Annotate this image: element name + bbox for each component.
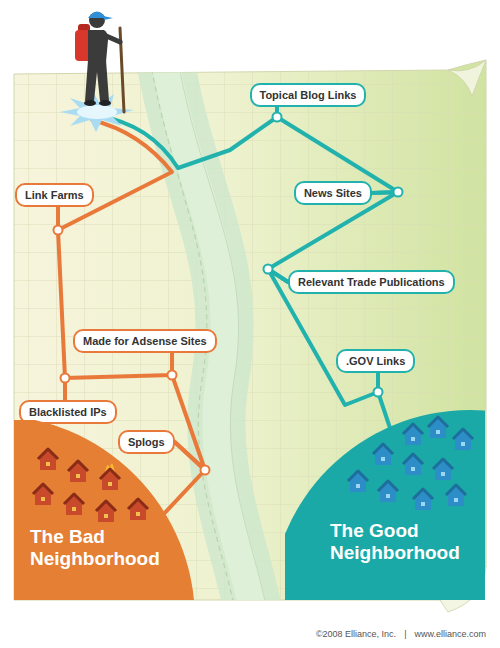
- route-stop: [264, 265, 273, 274]
- callout-bubble: News Sites: [294, 181, 372, 205]
- route-connector: [65, 353, 172, 400]
- callout-label: Relevant Trade Publications: [298, 275, 445, 289]
- neighborhood-region: The Bad Neighborhood: [14, 420, 206, 600]
- bad-route-start: [58, 120, 172, 230]
- start-route: [58, 116, 277, 230]
- region-fill: [14, 420, 195, 600]
- house-roof: [100, 469, 120, 479]
- map-curl: [448, 60, 486, 96]
- house-window: [381, 457, 385, 461]
- callout-label: .GOV Links: [346, 354, 405, 368]
- house-roof: [64, 494, 84, 504]
- callout-label: Link Farms: [25, 188, 84, 202]
- hiker-boot: [99, 100, 111, 106]
- callout-bubble: Topical Blog Links: [250, 83, 367, 107]
- house-window: [411, 467, 415, 471]
- house-window: [454, 498, 458, 502]
- house-group: [348, 417, 473, 510]
- hiker-arm: [104, 35, 120, 42]
- region-shape: [285, 395, 485, 600]
- route-connector: [268, 192, 398, 282]
- house-roof: [373, 444, 393, 454]
- house-roof: [38, 449, 58, 459]
- house-roof: [96, 501, 116, 511]
- hiker-legs: [85, 60, 109, 101]
- copyright-footer: ©2008 Elliance, Inc. | www.elliance.com: [308, 628, 486, 640]
- house-window: [436, 430, 440, 434]
- hiker-head: [89, 12, 105, 28]
- hiker-figure: [75, 12, 124, 113]
- house-roof: [33, 484, 53, 494]
- callout-bubble: Relevant Trade Publications: [288, 270, 455, 294]
- route-stop: [168, 371, 177, 380]
- callout-label: News Sites: [304, 186, 362, 200]
- house-roof: [68, 461, 88, 471]
- region-shape: [14, 420, 206, 600]
- region-fill: [285, 410, 485, 600]
- house-roof: [128, 499, 148, 509]
- callout-bubble: Splogs: [118, 430, 175, 454]
- house-roof: [446, 485, 466, 495]
- house-roof: [348, 471, 368, 481]
- house-group: [33, 449, 148, 522]
- house-window: [136, 512, 140, 516]
- house-window: [104, 514, 108, 518]
- hiker-boot: [84, 100, 96, 106]
- house-window: [461, 442, 465, 446]
- house-roof: [413, 489, 433, 499]
- route-connector: [378, 373, 390, 428]
- burst-glow: [77, 105, 117, 119]
- house-roof: [433, 459, 453, 469]
- callout-label: Made for Adsense Sites: [83, 334, 207, 348]
- house-roof: [378, 481, 398, 491]
- callout-label: Blacklisted IPs: [29, 405, 107, 419]
- footer-text: ©2008 Elliance, Inc.: [316, 629, 396, 639]
- house-window: [441, 472, 445, 476]
- route-stop: [61, 374, 70, 383]
- house-roof: [453, 429, 473, 439]
- route-stop: [201, 466, 210, 475]
- cap-brim: [103, 16, 113, 20]
- house-window: [41, 497, 45, 501]
- callout-bubble: .GOV Links: [336, 349, 415, 373]
- good-route-start: [98, 116, 277, 168]
- house-window: [411, 437, 415, 441]
- callout-label: Splogs: [128, 435, 165, 449]
- house-roof: [403, 454, 423, 464]
- house-window: [356, 484, 360, 488]
- house-window: [46, 462, 50, 466]
- callout-bubble: Made for Adsense Sites: [73, 329, 217, 353]
- neighborhood-region: The Good Neighborhood: [285, 395, 485, 600]
- route-connector: [58, 207, 65, 400]
- route-stop: [54, 226, 63, 235]
- region-title: The Good Neighborhood: [330, 520, 470, 564]
- footer-text: |: [404, 629, 406, 639]
- house-window: [421, 502, 425, 506]
- house-roof: [428, 417, 448, 427]
- callout-bubble: Link Farms: [15, 183, 94, 207]
- route-stop: [394, 188, 403, 197]
- route-stop: [273, 113, 282, 122]
- house-window: [108, 482, 112, 486]
- house-window: [72, 507, 76, 511]
- callout-label: Topical Blog Links: [260, 88, 357, 102]
- house-window: [76, 474, 80, 478]
- house-roof: [403, 424, 423, 434]
- region-title: The Bad Neighborhood: [30, 526, 170, 570]
- route-stop: [374, 388, 383, 397]
- footer-text: www.elliance.com: [414, 629, 486, 639]
- house-window: [386, 494, 390, 498]
